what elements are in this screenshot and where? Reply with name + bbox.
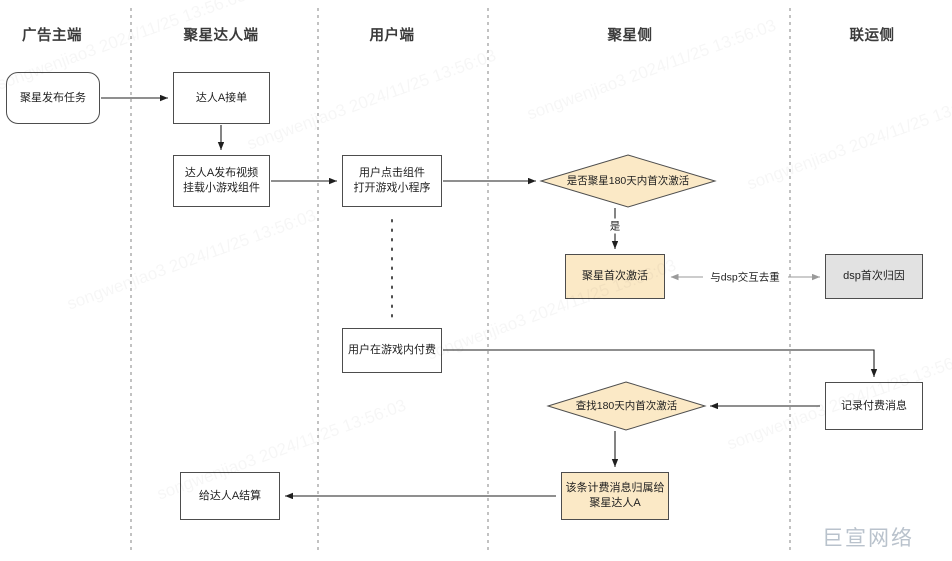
node-decision-lookup-activation[interactable]: 查找180天内首次激活 xyxy=(575,399,678,412)
node-dsp-first-attribution[interactable]: dsp首次归因 xyxy=(825,254,923,299)
node-publish-task[interactable]: 聚星发布任务 xyxy=(6,72,100,124)
edge-payment-to-record xyxy=(443,349,878,377)
lane-title-joint-operation: 联运侧 xyxy=(849,28,895,44)
edge-label-yes: 是 xyxy=(607,218,623,234)
node-creator-accept-order[interactable]: 达人A接单 xyxy=(173,72,270,124)
node-user-click-component[interactable]: 用户点击组件 打开游戏小程序 xyxy=(342,155,442,207)
lane-title-creator: 聚星达人端 xyxy=(183,28,259,44)
node-attribute-to-creator[interactable]: 该条计费消息归属给 聚星达人A xyxy=(561,472,669,520)
lane-title-advertiser: 广告主端 xyxy=(22,28,82,44)
node-user-in-game-payment[interactable]: 用户在游戏内付费 xyxy=(342,328,442,373)
node-settle-to-creator[interactable]: 给达人A结算 xyxy=(180,472,280,520)
node-record-payment-message[interactable]: 记录付费消息 xyxy=(825,382,923,430)
brand-watermark: 巨宣网络 xyxy=(822,527,914,550)
flow-edges xyxy=(101,94,878,500)
lane-title-user: 用户端 xyxy=(369,28,415,44)
node-decision-first-activation[interactable]: 是否聚星180天内首次激活 xyxy=(566,174,690,187)
node-juxing-first-activation[interactable]: 聚星首次激活 xyxy=(565,254,665,299)
lane-title-juxing: 聚星侧 xyxy=(607,28,653,44)
edge-label-dsp-dedup: 与dsp交互去重 xyxy=(708,269,782,285)
node-creator-publish-video[interactable]: 达人A发布视频 挂载小游戏组件 xyxy=(173,155,270,207)
decision-shape-first-activation xyxy=(539,154,717,208)
decision-shape-lookup-activation xyxy=(546,381,707,431)
